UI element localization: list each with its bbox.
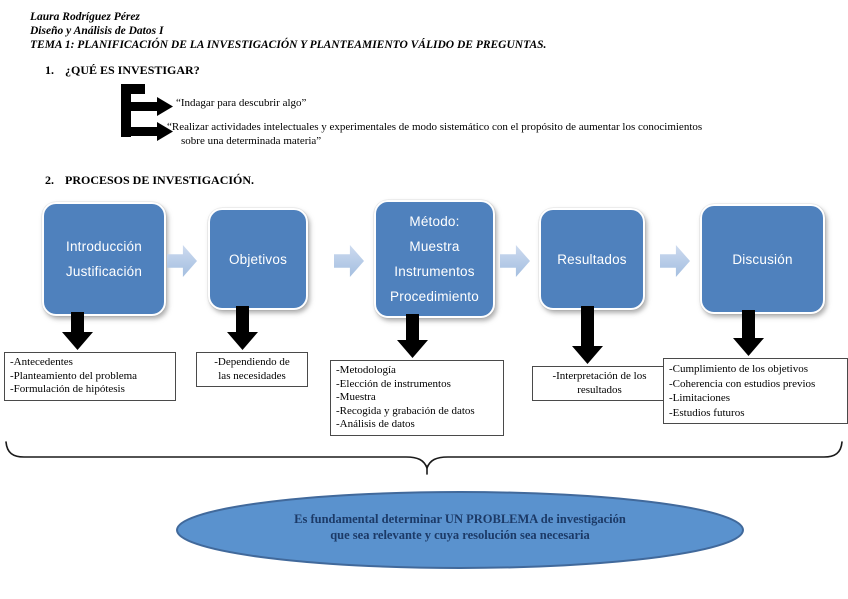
note-line: -Análisis de datos	[336, 418, 415, 430]
note-line: -Coherencia con estudios previos	[669, 377, 816, 390]
down-arrow-icon	[62, 312, 93, 350]
section1-number: 1.	[45, 63, 54, 77]
note-line: -Metodología	[336, 364, 396, 376]
conclusion-ellipse	[176, 491, 744, 569]
note-line: -Estudios futuros	[669, 406, 745, 419]
flow-box-resultados: Resultados	[539, 208, 645, 310]
note-line: -Planteamiento del problema	[10, 369, 138, 382]
note-line: -Interpretación de los	[552, 370, 647, 382]
section2-heading: 2. PROCESOS DE INVESTIGACIÓN.	[45, 173, 254, 188]
flow-box-label: Discusión	[732, 251, 793, 267]
note-line: resultados	[577, 383, 622, 396]
note-line: -Limitaciones	[669, 392, 731, 404]
conclusion-line: Es fundamental determinar UN PROBLEMA de…	[294, 512, 626, 526]
flow-box-metodo: Método: Muestra Instrumentos Procedimien…	[374, 200, 495, 318]
note-line: -Cumplimiento de los objetivos	[669, 363, 809, 375]
note-line: -Recogida y grabación de datos	[336, 404, 475, 417]
definition-quote-2-line1: “Realizar actividades intelectuales y ex…	[167, 121, 703, 133]
note-box-discusion: -Cumplimiento de los objetivos -Coherenc…	[663, 358, 848, 424]
definition-quote-2: “Realizar actividades intelectuales y ex…	[167, 120, 702, 148]
flow-box-objetivos: Objetivos	[208, 208, 308, 310]
note-line: -Elección de instrumentos	[336, 377, 451, 390]
note-box-objetivos: -Dependiendo de las necesidades	[196, 352, 308, 387]
flow-box-label: Instrumentos	[394, 264, 475, 279]
definition-quote-1: “Indagar para descubrir algo”	[176, 97, 307, 109]
flow-box-label: Método:	[409, 214, 460, 229]
down-arrow-icon	[227, 306, 258, 350]
note-line: -Muestra	[336, 391, 376, 403]
underbrace	[5, 441, 843, 475]
section2-title: PROCESOS DE INVESTIGACIÓN.	[65, 173, 255, 187]
definition-quote-2-line2: sobre una determinada materia”	[181, 135, 322, 147]
flow-box-label: Muestra	[409, 239, 460, 254]
flow-right-arrow-icon	[167, 245, 197, 277]
conclusion-text: Es fundamental determinar UN PROBLEMA de…	[190, 511, 730, 543]
down-arrow-icon	[733, 310, 764, 356]
flow-box-discusion: Discusión	[700, 204, 825, 314]
conclusion-line: que sea relevante y cuya resolución sea …	[330, 528, 590, 542]
section1-title: ¿QUÉ ES INVESTIGAR?	[65, 63, 200, 77]
section2-number: 2.	[45, 173, 54, 187]
flow-box-label: Introducción	[66, 239, 142, 254]
flow-box-label: Resultados	[557, 251, 627, 267]
note-line: -Antecedentes	[10, 356, 73, 368]
down-arrow-icon	[572, 306, 603, 364]
course-title: Diseño y Análisis de Datos I	[30, 25, 164, 37]
branch-arrows-icon	[121, 84, 173, 141]
note-line: -Formulación de hipótesis	[10, 383, 125, 395]
flow-right-arrow-icon	[500, 245, 530, 277]
note-box-metodo: -Metodología -Elección de instrumentos -…	[330, 360, 504, 436]
note-line: las necesidades	[218, 369, 286, 382]
author-name: Laura Rodríguez Pérez	[30, 11, 140, 23]
down-arrow-icon	[397, 314, 428, 358]
topic-title: TEMA 1: PLANIFICACIÓN DE LA INVESTIGACIÓ…	[30, 39, 547, 51]
note-line: -Dependiendo de	[214, 356, 290, 368]
note-box-introduccion: -Antecedentes -Planteamiento del problem…	[4, 352, 176, 401]
flow-box-label: Justificación	[65, 264, 143, 279]
page-header: Laura Rodríguez Pérez Diseño y Análisis …	[30, 10, 546, 52]
flow-box-label: Procedimiento	[390, 289, 479, 304]
note-box-resultados: -Interpretación de los resultados	[532, 366, 667, 401]
section1-heading: 1. ¿QUÉ ES INVESTIGAR?	[45, 63, 200, 78]
flow-box-introduccion: Introducción Justificación	[42, 202, 166, 316]
flow-right-arrow-icon	[660, 245, 690, 277]
flow-box-label: Objetivos	[228, 251, 288, 267]
flow-right-arrow-icon	[334, 245, 364, 277]
